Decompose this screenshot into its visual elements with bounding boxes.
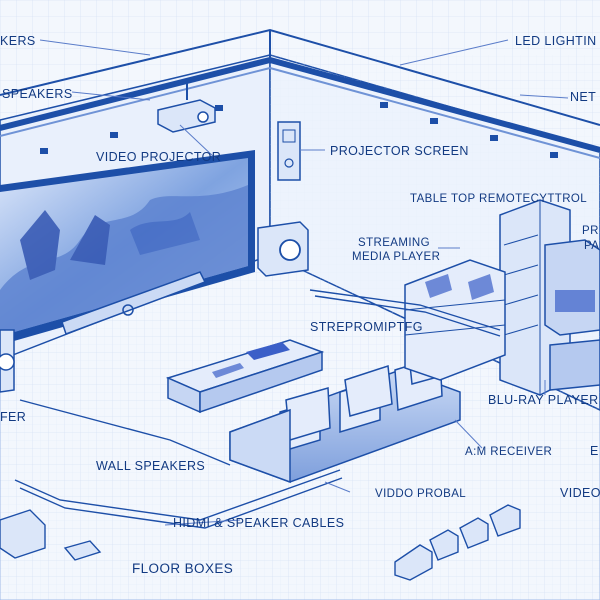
floor-boxes: [0, 504, 521, 581]
soundbar: [61, 271, 207, 335]
label-viddo-probal: VIDDO PROBAL: [375, 488, 466, 500]
wall-speaker-right: [277, 121, 301, 181]
label-hdmi-cables: HIDMI & SPEAKER CABLES: [173, 516, 344, 530]
media-desk: [404, 259, 506, 381]
subwoofer-left: [0, 329, 15, 393]
label-video-projector: VIDEO PROJECTOR: [96, 150, 221, 164]
label-pr-1: PR: [582, 225, 599, 237]
led-rail-right: [269, 57, 600, 153]
label-led-lighting: LED LIGHTIN: [515, 34, 597, 48]
label-streaming-1: STREAMING: [358, 237, 430, 249]
equipment-rack: [499, 199, 600, 396]
label-speakers-top: KERS: [0, 34, 36, 48]
label-speakers: SPEAKERS: [2, 87, 73, 101]
screen-artwork: [0, 185, 248, 336]
label-strepromiptfg: STREPROMIPTFG: [310, 320, 423, 334]
label-video-s: VIDEO S: [560, 486, 600, 500]
floor-cables: [14, 289, 501, 529]
label-subwoofer: FER: [0, 410, 26, 424]
label-wall-speakers: WALL SPEAKERS: [96, 459, 205, 473]
callout-labels: KERS SPEAKERS LED LIGHTIN NET VIDEO PROJ…: [0, 34, 600, 576]
subwoofer-corner: [257, 221, 309, 277]
label-e: E: [590, 444, 599, 458]
label-floor-boxes: FLOOR BOXES: [132, 561, 233, 576]
wall-light-fixtures: [40, 102, 558, 158]
led-rail-right-inner: [269, 67, 600, 159]
led-rail-left: [0, 57, 271, 131]
led-rail-left-inner: [0, 67, 271, 137]
label-table-top-remote: TABLE TOP REMOTECYTTROL: [410, 193, 587, 205]
video-projector: [157, 82, 216, 133]
soundbar-driver: [122, 304, 134, 316]
label-projector-screen: PROJECTOR SCREEN: [330, 144, 469, 158]
label-bluray: BLU-RAY PLAYER: [488, 393, 599, 407]
coffee-table: [165, 339, 325, 414]
label-network: NET: [570, 90, 596, 104]
label-pr-2: PA: [584, 240, 599, 252]
label-av-receiver: A:M RECEIVER: [465, 446, 552, 458]
label-streaming-2: MEDIA PLAYER: [352, 251, 440, 263]
leader-lines: [39, 39, 569, 526]
